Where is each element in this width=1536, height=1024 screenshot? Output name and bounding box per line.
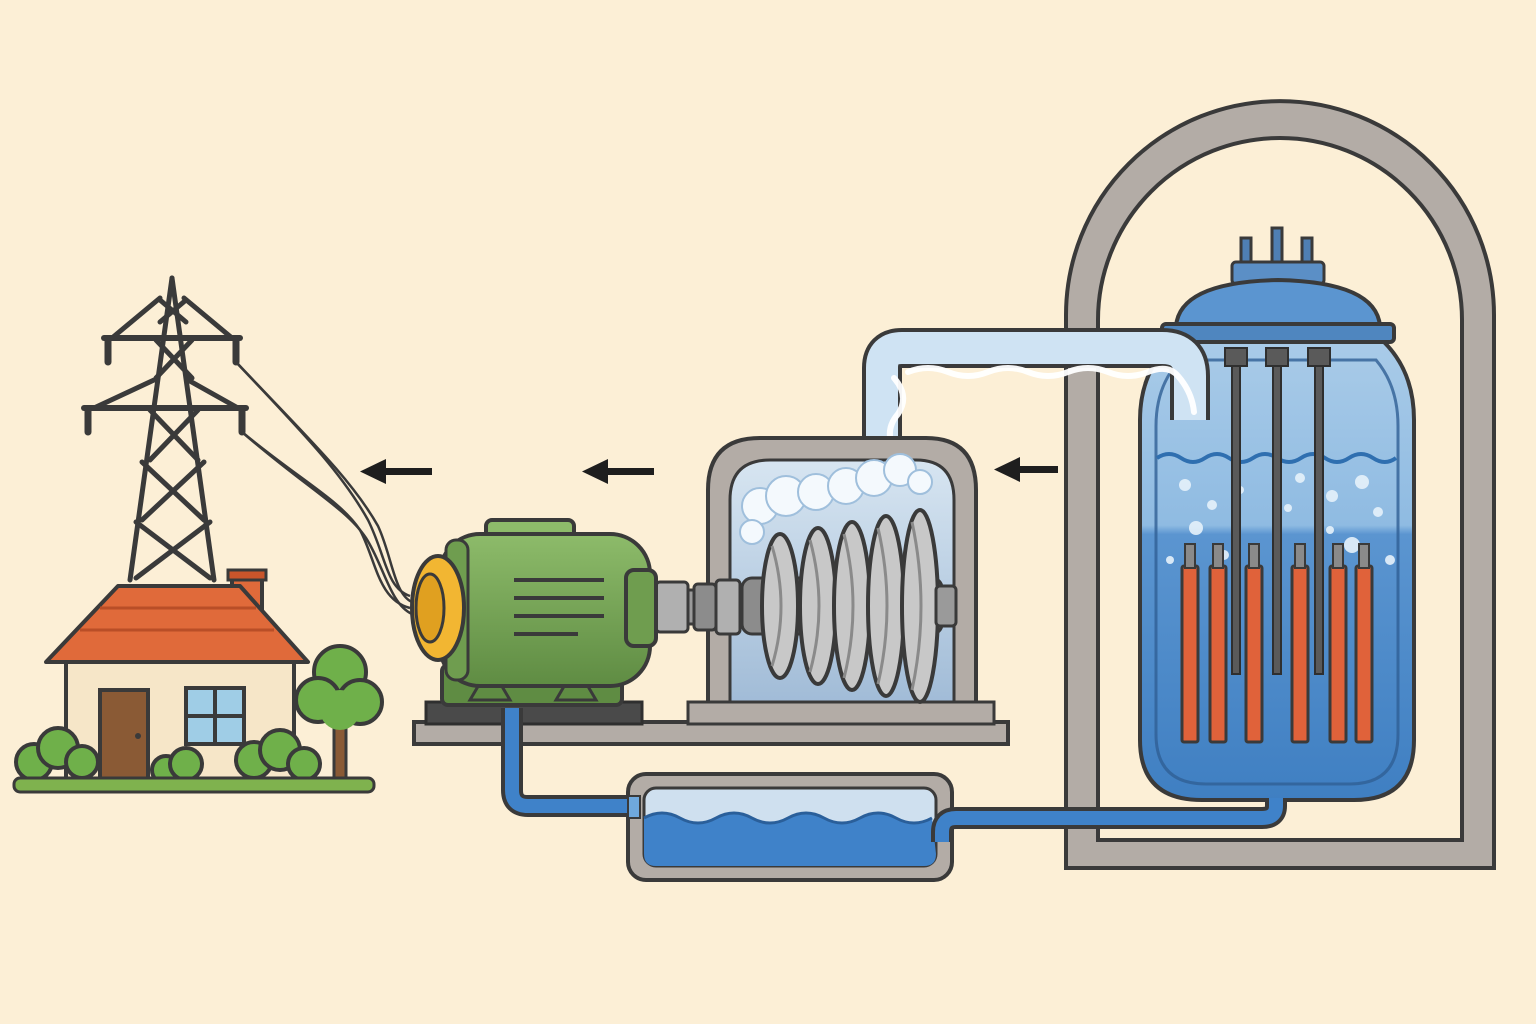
turbine-blade-edge — [910, 521, 923, 691]
fuel-rod-cap — [1294, 543, 1306, 569]
generator-cap — [410, 554, 466, 662]
fuel-rod-cap — [1184, 543, 1196, 569]
coolant-return-pipe — [501, 708, 1287, 843]
fuel-rod — [1328, 564, 1348, 744]
base-platform — [412, 700, 1010, 746]
turbine-blade-edge — [770, 545, 783, 667]
arrow-left-icon — [994, 457, 1058, 482]
arrow-left-icon — [582, 459, 654, 484]
fuel-rod-cap — [1248, 543, 1260, 569]
steam-clouds — [739, 453, 933, 545]
fuel-rod — [1180, 564, 1200, 744]
steam-pipe — [862, 328, 1210, 470]
turbine-blade-edge — [808, 539, 821, 673]
turbine-icon — [760, 508, 958, 704]
turbine-hub — [934, 584, 958, 628]
bubbles — [1166, 473, 1395, 565]
tree-icon — [294, 644, 384, 784]
bushes — [14, 726, 322, 786]
fuel-rod — [1290, 564, 1310, 744]
control-rods — [1224, 347, 1331, 675]
power-lines — [235, 361, 413, 616]
flow-arrows — [360, 457, 1058, 484]
turbine-blade-edge — [842, 533, 855, 679]
fuel-rod — [1244, 564, 1264, 744]
ground — [12, 776, 376, 794]
turbine-blade-edge — [876, 527, 889, 685]
generator-icon — [438, 518, 658, 707]
fuel-rods — [1180, 543, 1374, 744]
fuel-rod — [1208, 564, 1228, 744]
fuel-rod-cap — [1332, 543, 1344, 569]
fuel-rod — [1354, 564, 1374, 744]
transmission-tower-icon — [81, 275, 249, 583]
fuel-rod-cap — [1358, 543, 1370, 569]
fuel-rod-cap — [1212, 543, 1224, 569]
arrow-left-icon — [360, 459, 432, 484]
house-icon — [44, 568, 310, 782]
condenser-icon — [626, 772, 954, 882]
